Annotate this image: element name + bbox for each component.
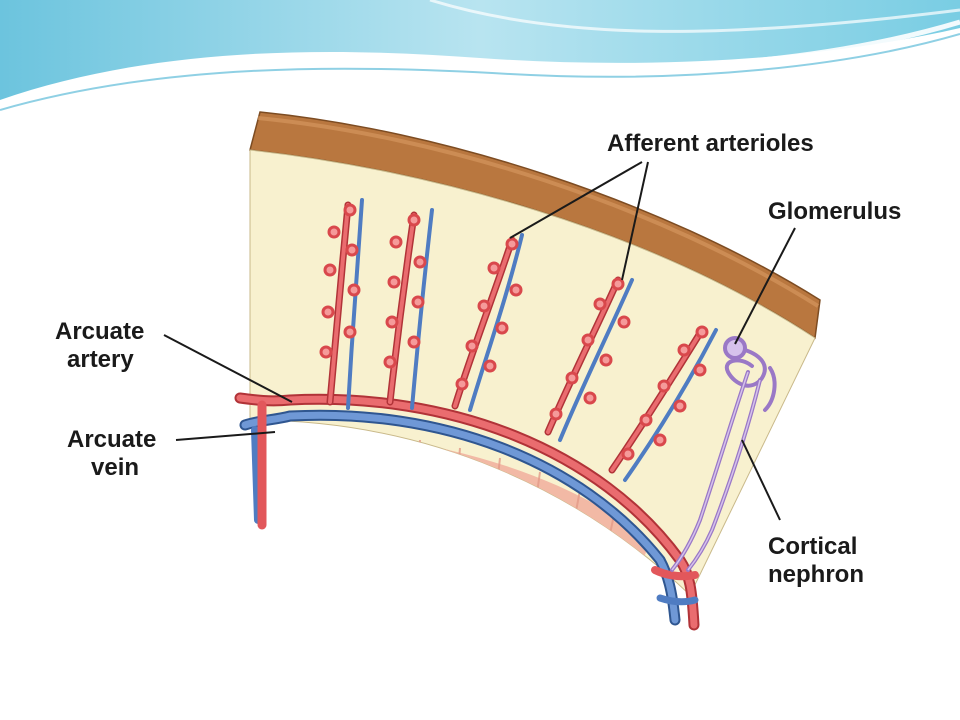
label-arcuate-vein-line1: Arcuate [67, 426, 157, 453]
interlobular-vessels [319, 198, 718, 482]
renal-cortex [249, 149, 816, 596]
label-arcuate-artery: Arcuate artery [55, 318, 144, 374]
label-afferent-arterioles: Afferent arterioles [607, 130, 814, 157]
header-wave [0, 0, 960, 111]
label-arcuate-vein: Arcuate vein [67, 426, 156, 482]
label-cortical-nephron: Cortical nephron [768, 533, 864, 589]
label-arcuate-artery-line1: Arcuate [55, 318, 145, 345]
label-cortical-nephron-line2: nephron [768, 561, 864, 588]
label-arcuate-artery-line2: artery [67, 346, 134, 373]
label-arcuate-vein-line2: vein [91, 454, 140, 481]
leader-lines [163, 161, 796, 521]
label-cortical-nephron-line1: Cortical [768, 533, 858, 560]
label-glomerulus: Glomerulus [768, 198, 902, 225]
